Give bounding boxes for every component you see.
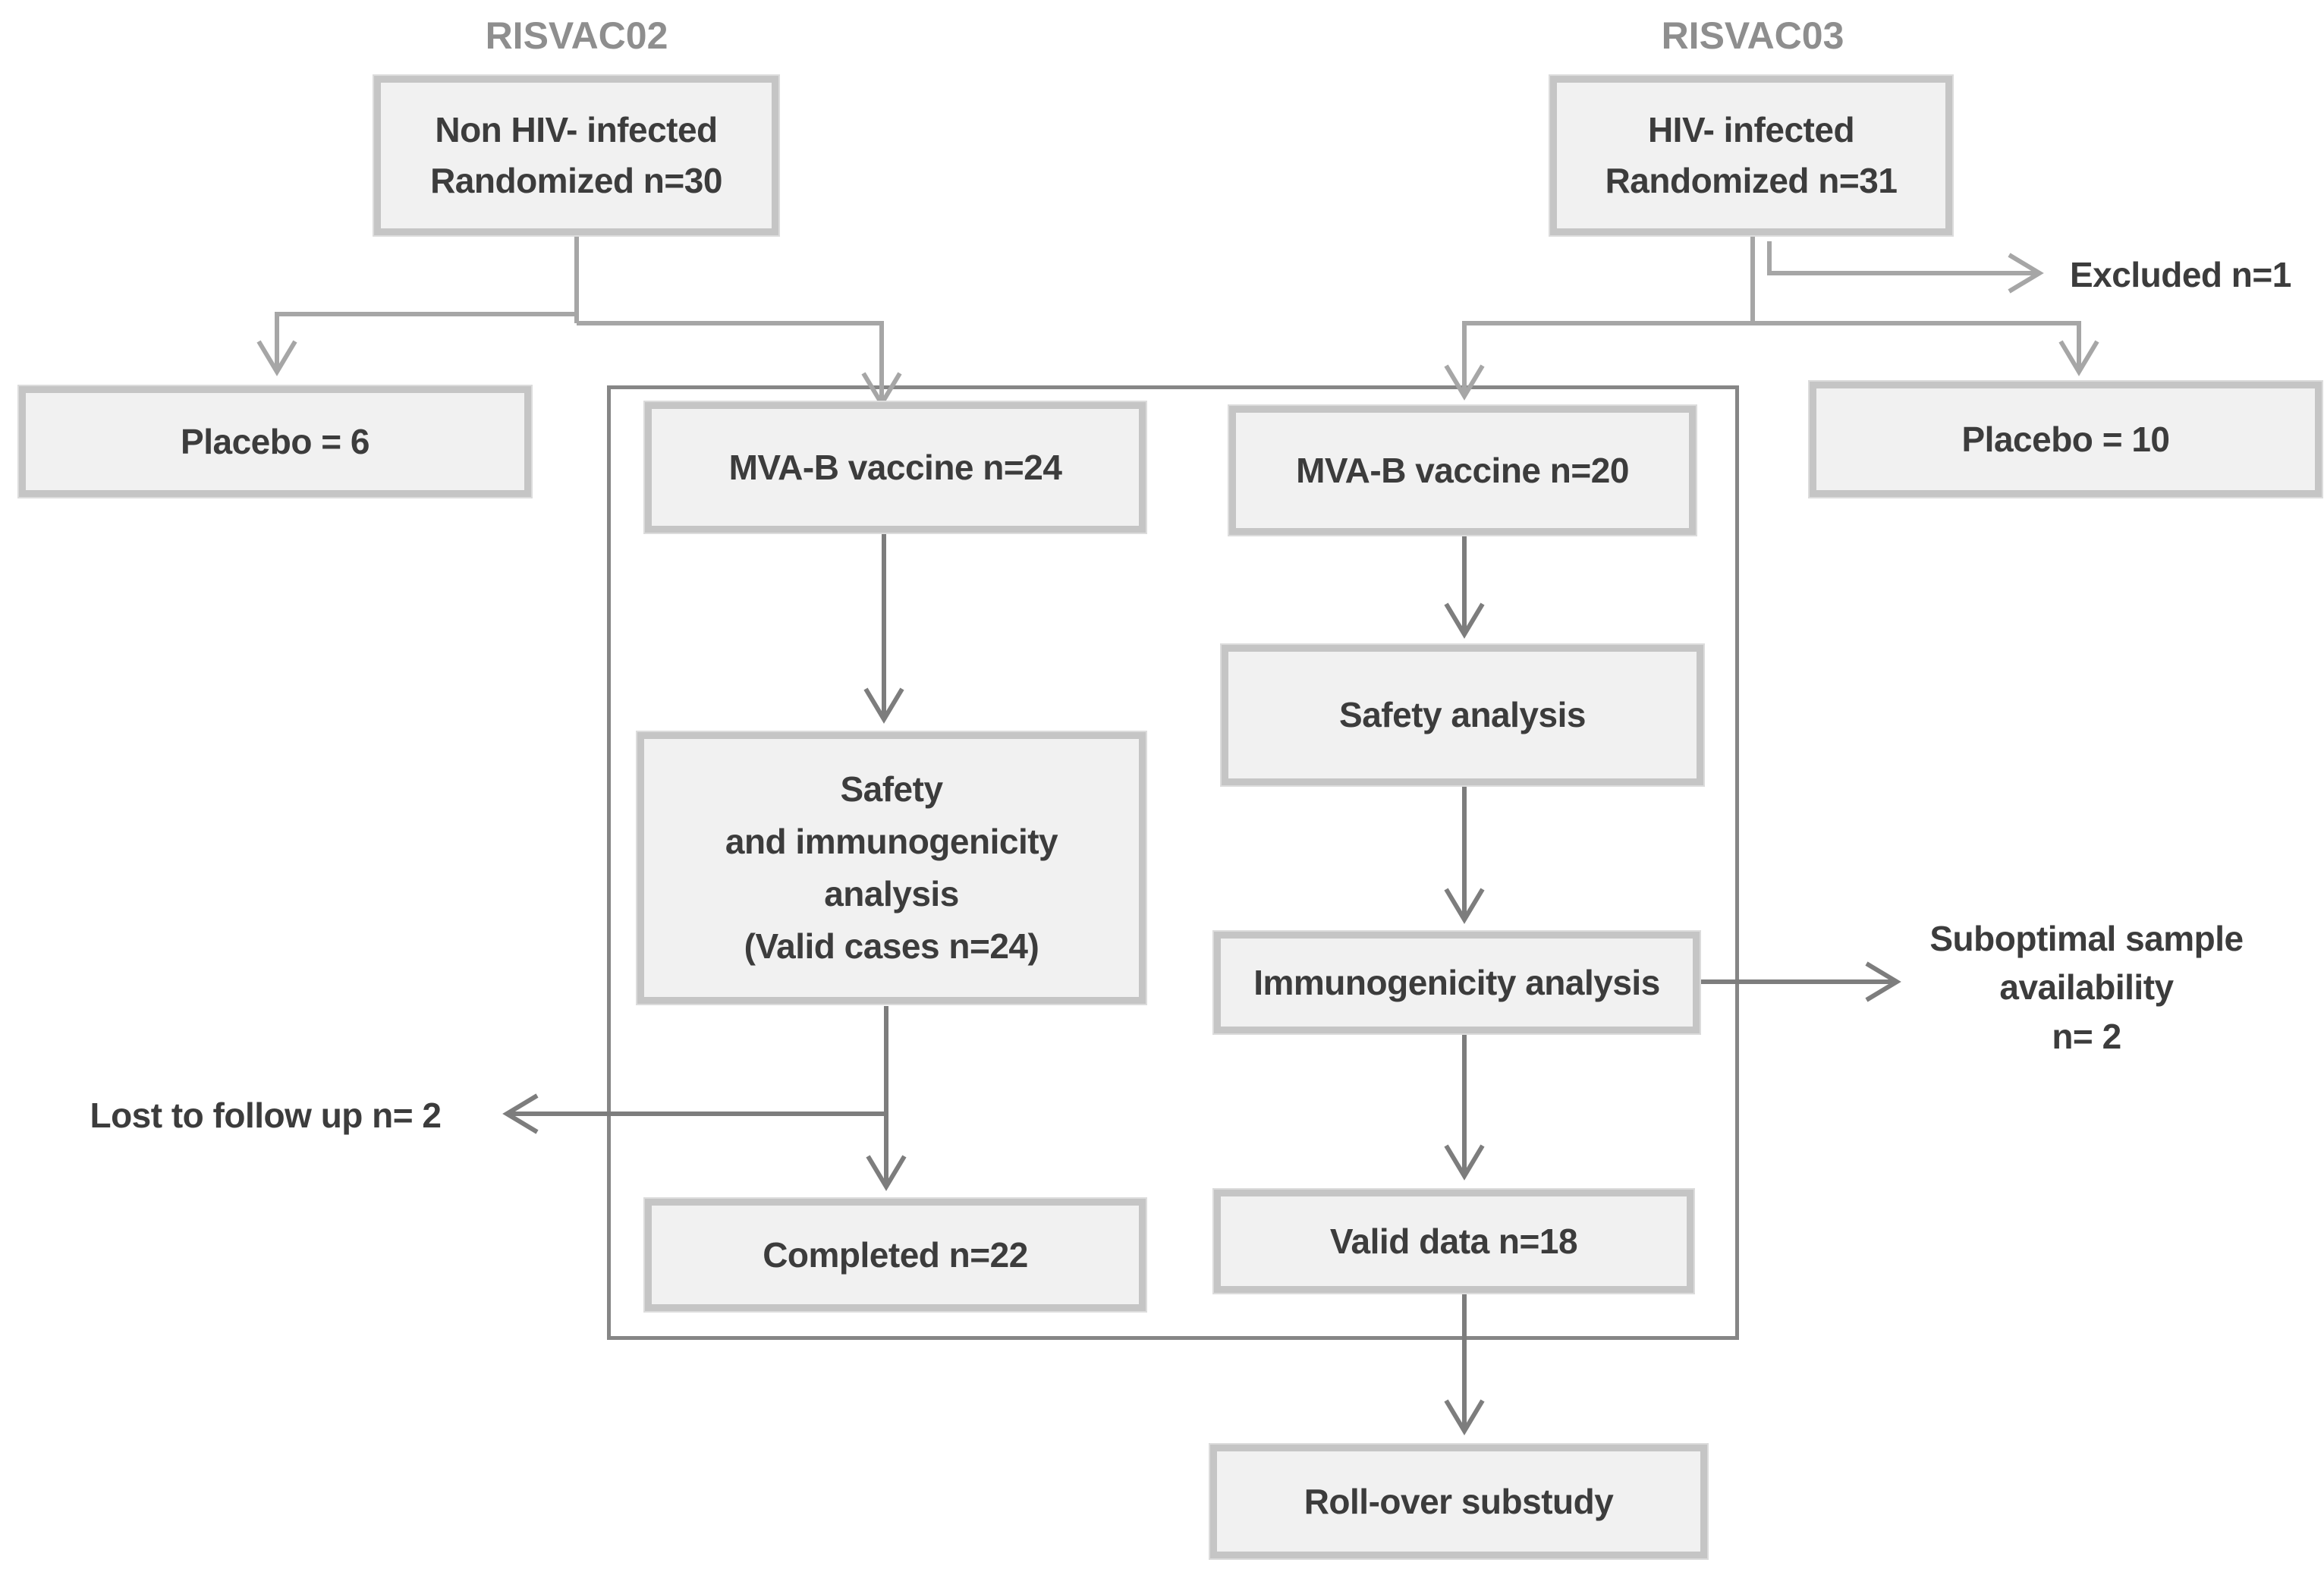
node-hiv-randomized: HIV- infected Randomized n=31 [1550,76,1952,235]
node-mva-b-vaccine-20: MVA-B vaccine n=20 [1229,406,1696,535]
connector-risvac03-to-placebo10 [1753,321,2099,376]
connector-risvac02-to-mvab24 [577,321,902,408]
node-placebo-6: Placebo = 6 [19,386,531,497]
node-non-hiv-randomized: Non HIV- infected Randomized n=30 [374,76,778,235]
connector-risvac03-to-excluded [1767,241,2044,294]
node-roll-over-substudy: Roll-over substudy [1210,1445,1707,1558]
node-immunogenicity-analysis: Immunogenicity analysis [1214,932,1700,1033]
node-safety-immunogenicity-analysis: Safety and immunogenicity analysis (Vali… [637,732,1146,1004]
connector-risvac03-to-mvab20 [1444,321,1753,401]
connector-risvac02-to-placebo6 [256,312,577,376]
node-completed: Completed n=22 [645,1199,1146,1311]
label-suboptimal-sample: Suboptimal sample availability n= 2 [1929,919,2244,1056]
node-safety-analysis: Safety analysis [1222,645,1703,785]
node-valid-data: Valid data n=18 [1214,1190,1693,1293]
node-mva-b-vaccine-24: MVA-B vaccine n=24 [645,402,1146,533]
node-placebo-10: Placebo = 10 [1810,382,2322,497]
label-excluded: Excluded n=1 [2070,255,2291,294]
study-title-risvac02: RISVAC02 [485,14,668,57]
analysis-container-rect [607,385,1739,1340]
study-title-risvac03: RISVAC03 [1661,14,1844,57]
label-lost-to-follow-up: Lost to follow up n= 2 [90,1096,442,1135]
